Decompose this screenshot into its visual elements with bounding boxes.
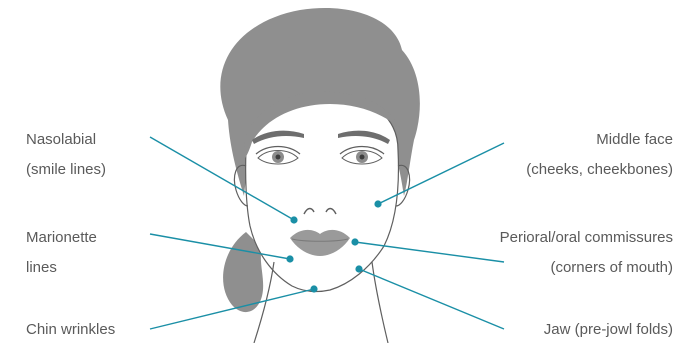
leader-dot-marionette <box>286 255 293 262</box>
label-nasolabial-line1: Nasolabial <box>26 131 106 149</box>
label-marionette: Marionette lines <box>26 229 97 277</box>
leader-dot-middle-face <box>374 200 381 207</box>
label-middle-face: Middle face (cheeks, cheekbones) <box>526 131 673 179</box>
label-chin-line1: Chin wrinkles <box>26 321 115 339</box>
leader-dot-jaw <box>355 265 362 272</box>
label-marionette-line2: lines <box>26 259 97 277</box>
label-perioral-line1: Perioral/oral commissures <box>500 229 673 247</box>
label-middle-face-line2: (cheeks, cheekbones) <box>526 161 673 179</box>
leader-dot-perioral <box>351 238 358 245</box>
label-middle-face-line1: Middle face <box>526 131 673 149</box>
label-perioral-line2: (corners of mouth) <box>500 259 673 277</box>
leader-dot-chin <box>310 285 317 292</box>
label-perioral: Perioral/oral commissures (corners of mo… <box>500 229 673 277</box>
label-jaw-line1: Jaw (pre-jowl folds) <box>544 321 673 339</box>
neck-right <box>372 262 388 343</box>
label-chin: Chin wrinkles <box>26 321 115 339</box>
label-marionette-line1: Marionette <box>26 229 97 247</box>
label-nasolabial-line2: (smile lines) <box>26 161 106 179</box>
leader-line-jaw <box>359 269 504 329</box>
face-outline <box>246 94 399 292</box>
leader-dot-nasolabial <box>290 216 297 223</box>
label-jaw: Jaw (pre-jowl folds) <box>544 321 673 339</box>
label-nasolabial: Nasolabial (smile lines) <box>26 131 106 179</box>
